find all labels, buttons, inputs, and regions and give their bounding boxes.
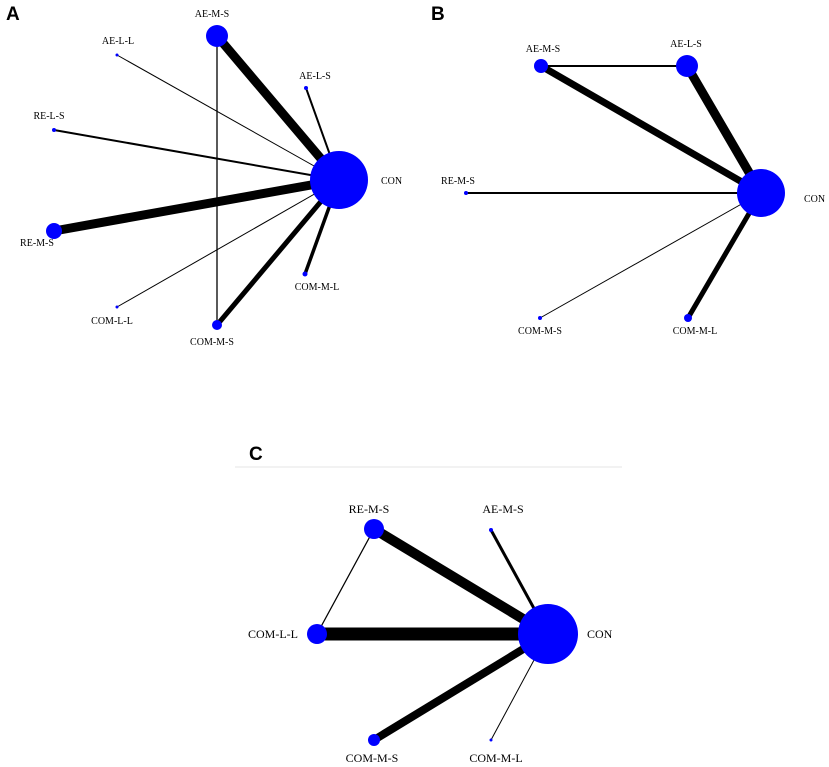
panel-letter-c: C xyxy=(249,444,263,465)
node-a-com-l-l xyxy=(115,305,119,309)
node-a-com-m-s xyxy=(212,320,222,330)
edge-c-re-m-s-to-com-l-l xyxy=(316,528,375,635)
panel-letter-a: A xyxy=(6,4,20,25)
node-label-a-con: CON xyxy=(381,176,402,187)
node-a-ae-m-s xyxy=(206,25,228,47)
node-label-a-ae-l-s: AE-L-S xyxy=(299,71,331,82)
node-label-b-com-m-l: COM-M-L xyxy=(673,326,717,337)
edge-c-com-m-s-to-con xyxy=(371,630,551,744)
node-label-b-con: CON xyxy=(804,194,825,205)
node-label-c-con: CON xyxy=(587,627,613,641)
edge-a-re-l-s-to-con xyxy=(53,129,340,181)
node-c-re-m-s xyxy=(364,519,384,539)
node-label-c-com-m-s: COM-M-S xyxy=(346,751,399,765)
node-b-ae-l-s xyxy=(676,55,698,77)
node-label-b-ae-m-s: AE-M-S xyxy=(526,44,560,55)
node-a-re-l-s xyxy=(52,128,56,132)
edge-b-ae-m-s-to-con xyxy=(539,62,763,197)
node-b-con xyxy=(737,169,785,217)
edge-a-ae-l-l-to-con xyxy=(116,54,340,181)
node-label-b-re-m-s: RE-M-S xyxy=(441,176,475,187)
node-label-c-com-m-l: COM-M-L xyxy=(469,751,522,765)
node-label-a-ae-l-l: AE-L-L xyxy=(102,36,134,47)
node-c-ae-m-s xyxy=(489,528,493,532)
network-panel-a: A AE-M-S AE-L-L AE-L-S RE-L-S CON RE-M-S COM-M-… xyxy=(6,4,402,348)
node-b-re-m-s xyxy=(464,191,468,195)
edge-a-ae-m-s-to-con xyxy=(213,33,343,183)
node-label-b-ae-l-s: AE-L-S xyxy=(670,39,702,50)
node-label-c-re-m-s: RE-M-S xyxy=(349,502,390,516)
node-label-b-com-m-s: COM-M-S xyxy=(518,326,562,337)
edge-b-com-m-s-to-con xyxy=(539,192,762,319)
network-panel-c: C RE-M-S AE-M-S COM-L-L CON COM-M-S COM-M-L xyxy=(248,444,613,765)
node-a-com-m-l xyxy=(302,271,308,277)
node-label-a-re-l-s: RE-L-S xyxy=(33,111,64,122)
node-label-a-re-m-s: RE-M-S xyxy=(20,238,54,249)
node-c-com-m-l xyxy=(489,738,493,742)
node-label-a-com-m-s: COM-M-S xyxy=(190,337,234,348)
node-label-a-com-m-l: COM-M-L xyxy=(295,282,339,293)
node-a-re-m-s xyxy=(46,223,62,239)
edge-a-re-m-s-to-con xyxy=(53,175,340,236)
edge-a-com-l-l-to-con xyxy=(116,179,340,308)
node-c-com-l-l xyxy=(307,624,327,644)
panel-letter-b: B xyxy=(431,4,445,25)
node-b-com-m-l xyxy=(684,314,692,322)
node-label-a-com-l-l: COM-L-L xyxy=(91,316,133,327)
node-a-ae-l-l xyxy=(115,53,119,57)
node-b-com-m-s xyxy=(538,316,542,320)
node-label-a-ae-m-s: AE-M-S xyxy=(195,9,229,20)
node-a-con xyxy=(310,151,368,209)
node-b-ae-m-s xyxy=(534,59,548,73)
edge-b-com-m-l-to-con xyxy=(685,191,764,320)
network-panel-b: B AE-M-S AE-L-S RE-M-S CON COM-M-S COM-M-L xyxy=(431,4,825,337)
node-label-c-com-l-l: COM-L-L xyxy=(248,627,298,641)
node-c-com-m-s xyxy=(368,734,380,746)
node-c-con xyxy=(518,604,578,664)
edge-c-re-m-s-to-con xyxy=(371,524,551,639)
node-a-ae-l-s xyxy=(304,86,308,90)
edge-b-ae-l-s-to-con xyxy=(683,63,765,196)
edge-a-com-m-s-to-con xyxy=(215,178,341,327)
node-label-c-ae-m-s: AE-M-S xyxy=(482,502,523,516)
